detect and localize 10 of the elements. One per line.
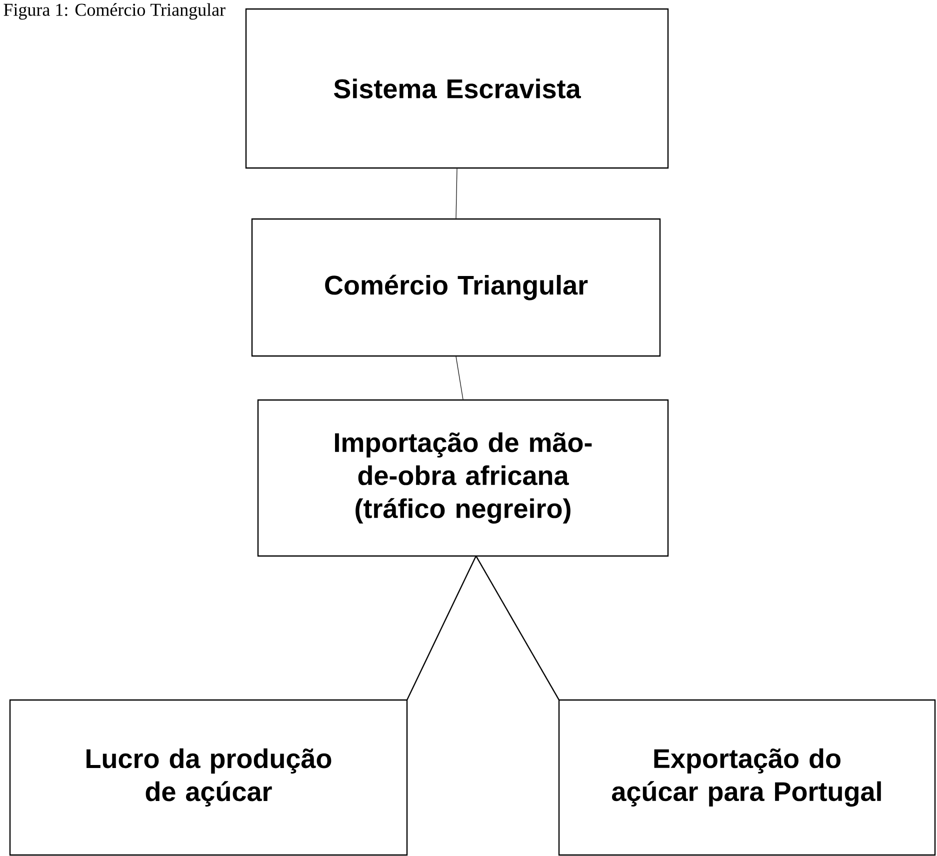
connector-line — [456, 356, 464, 400]
text-box: Comércio Triangular — [251, 218, 661, 357]
figure-title: Figura 1: Comércio Triangular — [4, 3, 226, 20]
connector-line — [456, 168, 458, 219]
connector-line — [406, 556, 477, 700]
text-box: Exportação do açúcar para Portugal — [558, 699, 936, 856]
text-box: Lucro da produção de açúcar — [9, 699, 408, 856]
connector-line — [475, 556, 560, 700]
text-box: Importação de mão-de-obra africana (tráfico negreiro) — [257, 399, 669, 557]
text-box: Sistema Escravista — [245, 8, 669, 169]
